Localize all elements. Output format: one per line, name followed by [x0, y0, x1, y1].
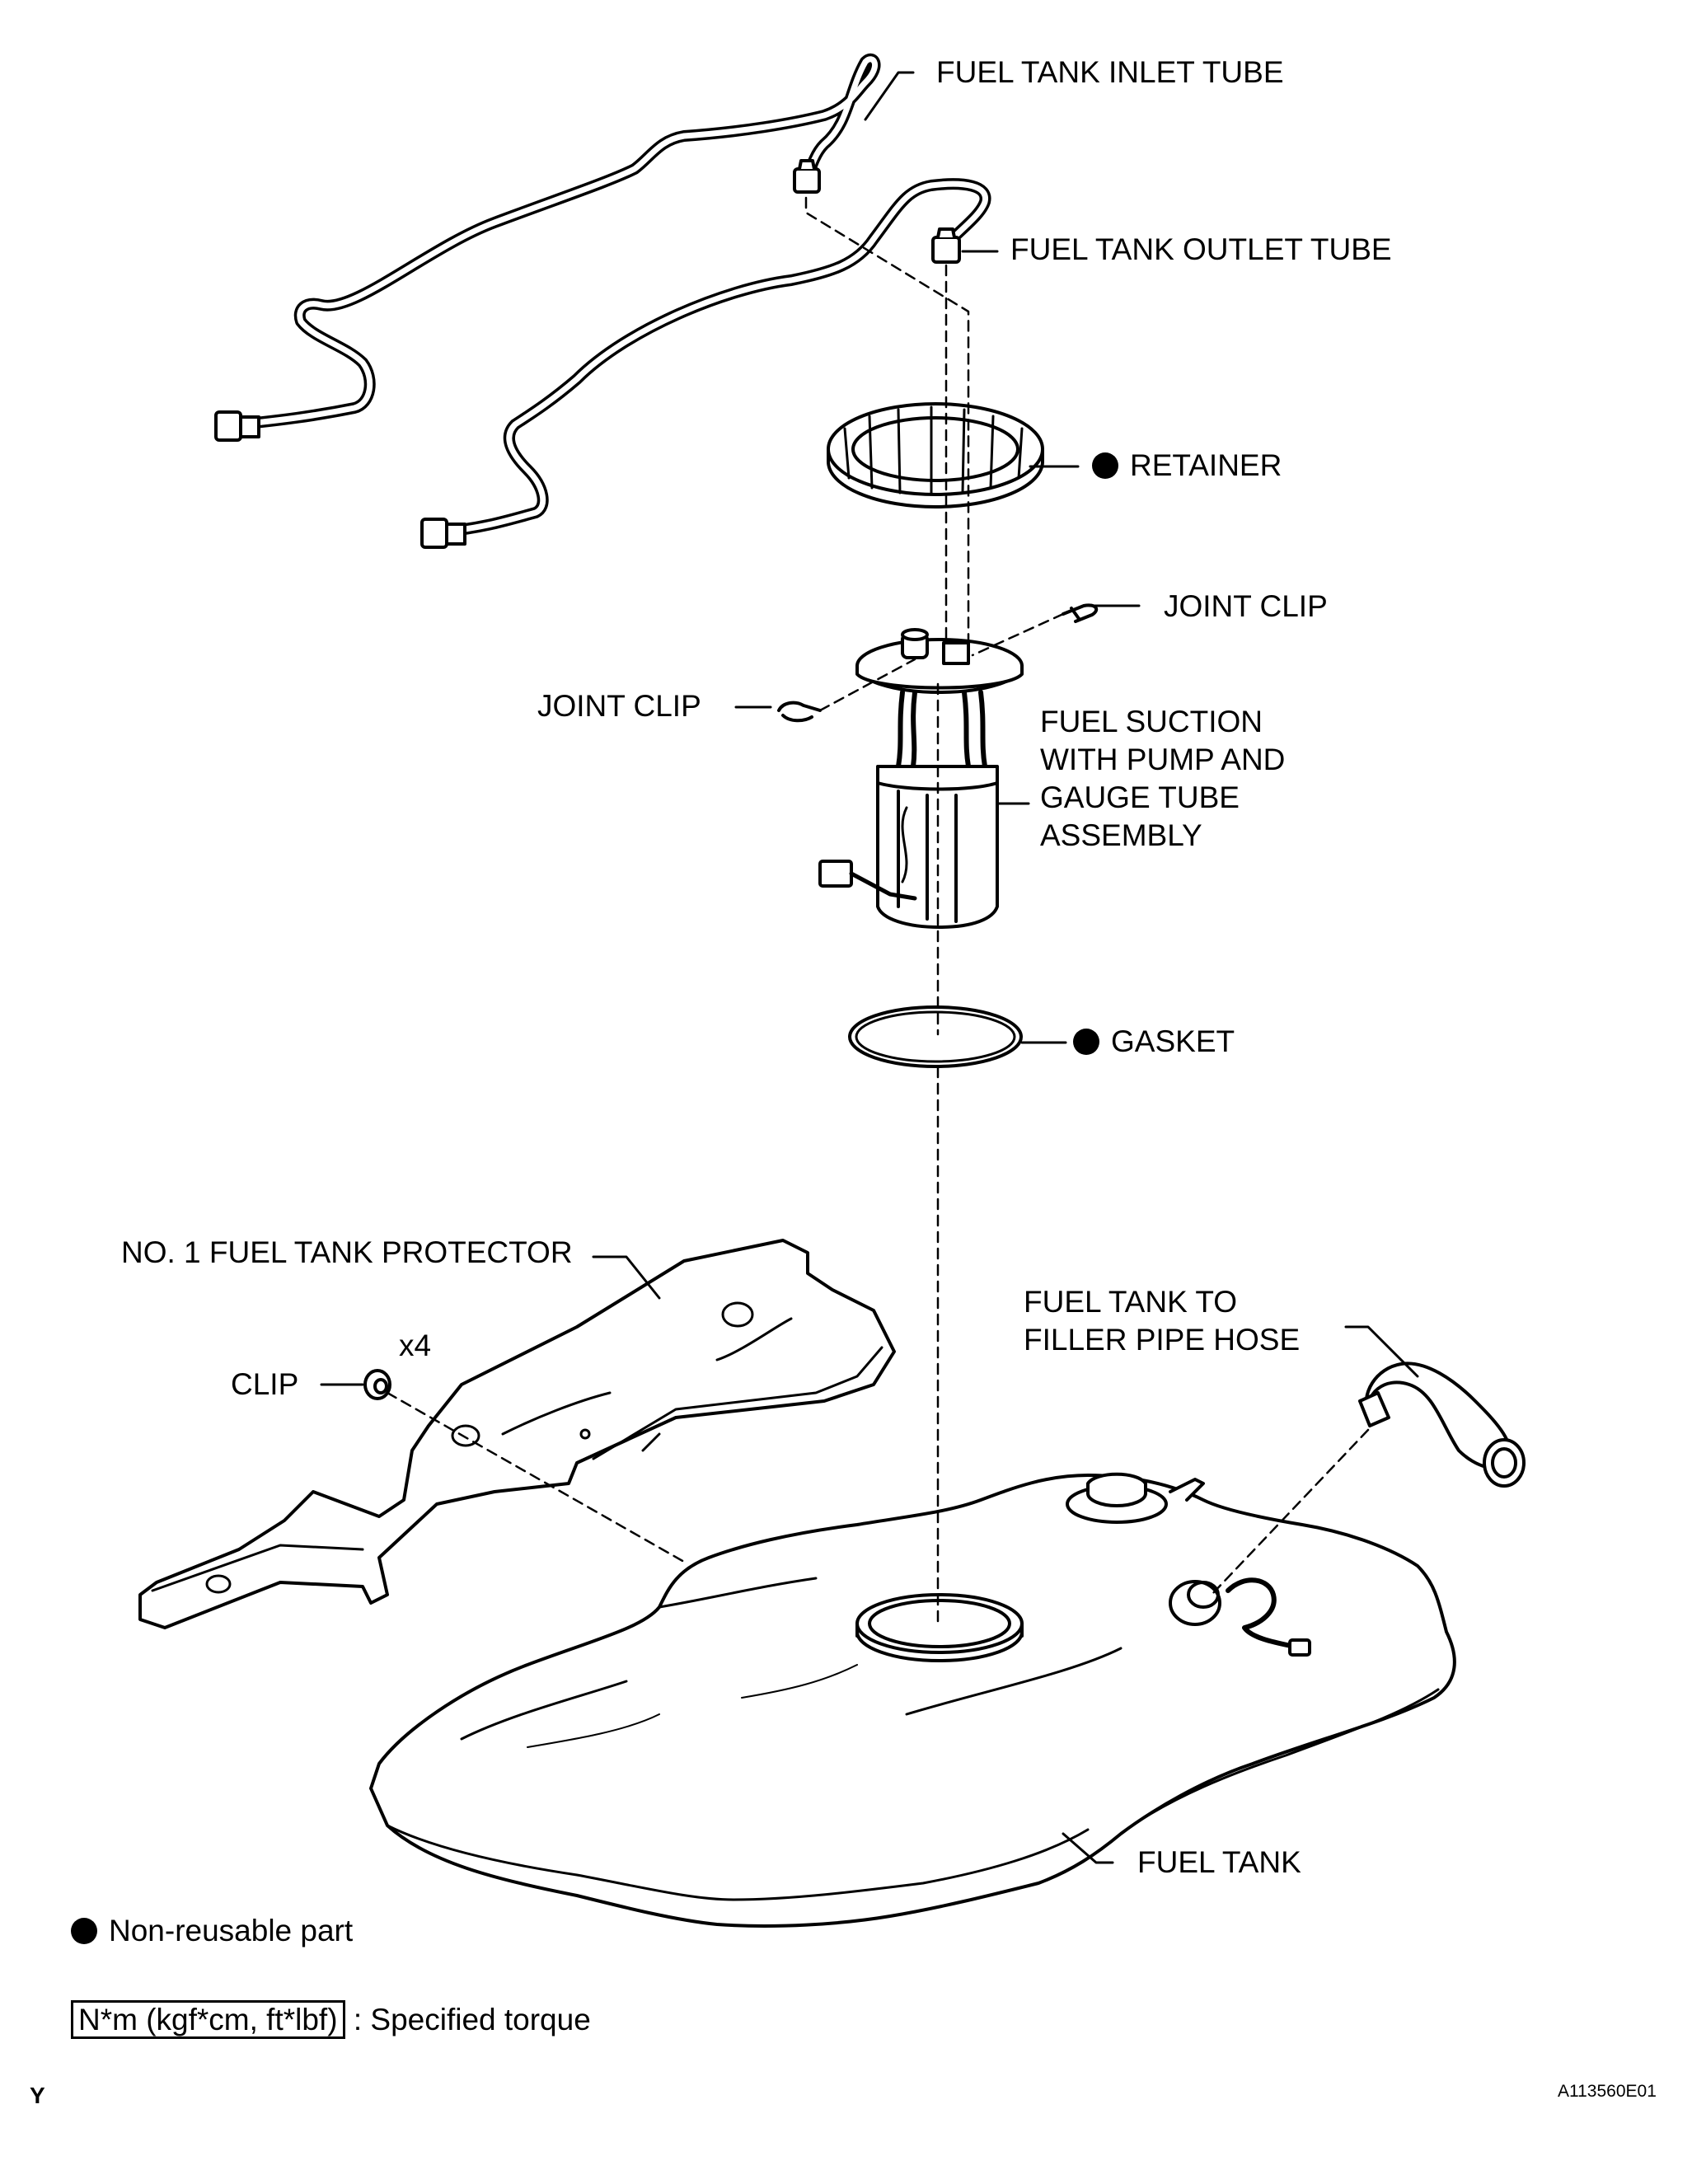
- gasket-label: GASKET: [1073, 1023, 1235, 1061]
- fuel-tank-inlet-tube: [214, 53, 881, 442]
- pump-assembly-label-line1: FUEL SUCTION: [1040, 705, 1263, 738]
- pump-assembly-label-line2: WITH PUMP AND: [1040, 743, 1286, 776]
- torque-units-box: N*m (kgf*cm, ft*lbf): [71, 2000, 345, 2039]
- joint-clip-left: [777, 701, 822, 723]
- alignment-lines: [386, 196, 1370, 1625]
- legend-non-reusable: Non-reusable part: [71, 1912, 353, 1950]
- filler-hose-label-line1: FUEL TANK TO: [1024, 1285, 1238, 1319]
- filler-hose-label-line2: FILLER PIPE HOSE: [1024, 1323, 1301, 1357]
- joint-clip-left-label: JOINT CLIP: [537, 689, 701, 723]
- gasket-label-text: GASKET: [1111, 1024, 1235, 1058]
- outlet-tube-label: FUEL TANK OUTLET TUBE: [1010, 232, 1392, 266]
- joint-clip-right-label: JOINT CLIP: [1164, 589, 1328, 623]
- clip-label: CLIP: [231, 1367, 299, 1401]
- joint-clip-right: [1062, 603, 1099, 623]
- fuel-tank: [369, 1472, 1456, 1928]
- torque-desc-text: : Specified torque: [353, 2003, 591, 2036]
- figure-code: A113560E01: [1558, 2082, 1657, 2101]
- non-reusable-dot-icon: [71, 1918, 97, 1944]
- pump-assembly-label-line4: ASSEMBLY: [1040, 818, 1202, 852]
- protector-label: NO. 1 FUEL TANK PROTECTOR: [121, 1235, 573, 1269]
- leader-lines: [320, 71, 1419, 1864]
- clip-qty-label: x4: [399, 1329, 432, 1362]
- fuel-tank-to-filler-pipe-hose: [1358, 1361, 1526, 1488]
- corner-mark: Y: [30, 2083, 45, 2108]
- fuel-tank-label: FUEL TANK: [1137, 1845, 1301, 1879]
- fuel-tank-outlet-tube: [420, 178, 991, 549]
- pump-assembly-label-line3: GAUGE TUBE: [1040, 780, 1240, 814]
- fuel-suction-pump-assembly: [818, 628, 1024, 929]
- legend-torque: N*m (kgf*cm, ft*lbf) : Specified torque: [71, 2000, 591, 2039]
- fuel-tank-protector: [138, 1239, 896, 1629]
- retainer-label-text: RETAINER: [1130, 448, 1282, 482]
- retainer: [827, 402, 1044, 509]
- clip: [363, 1369, 391, 1400]
- non-reusable-dot-icon: [1073, 1029, 1099, 1055]
- non-reusable-dot-icon: [1092, 452, 1118, 479]
- retainer-label: RETAINER: [1092, 447, 1282, 485]
- gasket: [848, 1005, 1023, 1068]
- inlet-tube-label: FUEL TANK INLET TUBE: [936, 55, 1284, 89]
- legend-non-reusable-text: Non-reusable part: [109, 1914, 354, 1947]
